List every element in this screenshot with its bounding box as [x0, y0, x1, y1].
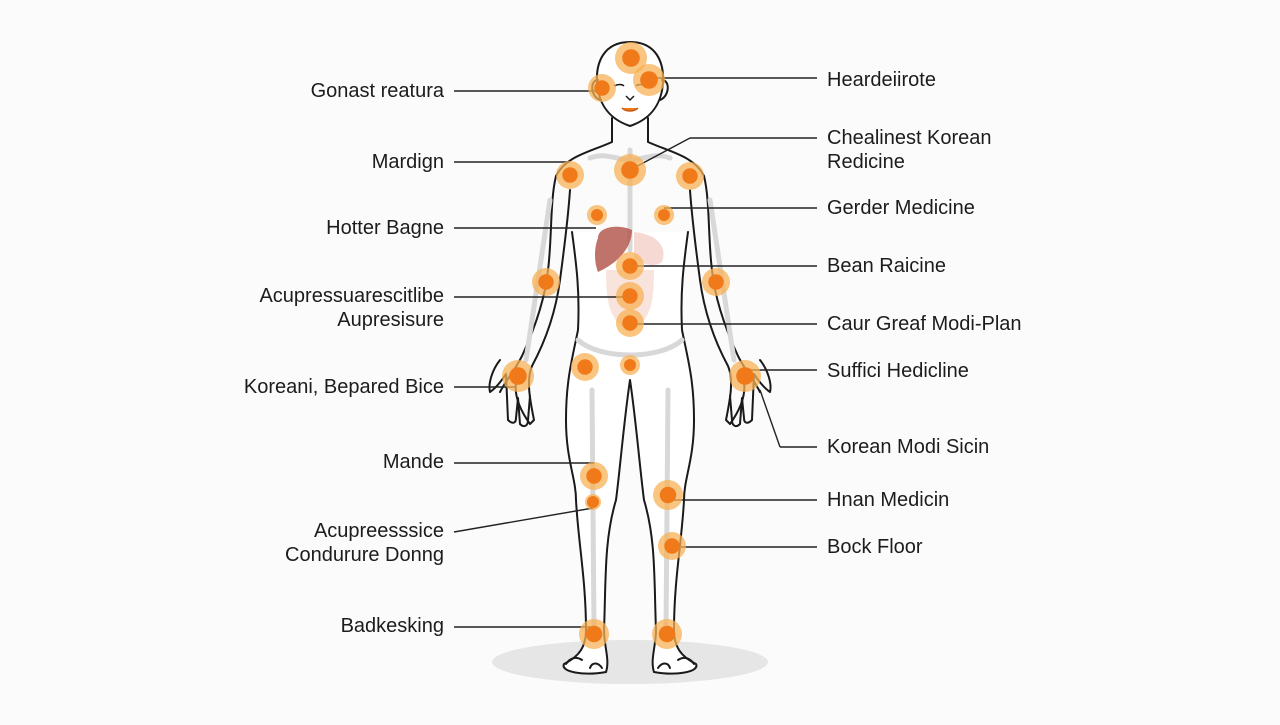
label-line: Bock Floor: [827, 536, 923, 558]
label-line: Suffici Hedicline: [827, 360, 969, 382]
acupressure-point: [509, 367, 527, 385]
label-line: Mande: [382, 451, 444, 473]
label-line: Bean Raicine: [827, 255, 946, 277]
acupressure-point: [585, 625, 603, 643]
acupressure-point: [708, 274, 724, 290]
left-hand-outline: [488, 359, 531, 428]
label-line: Caur Greaf Modi-Plan: [827, 313, 1022, 335]
acupressure-point: [659, 486, 677, 504]
right-arm-outline: [689, 189, 746, 425]
acupressure-point: [736, 367, 754, 385]
acupressure-point: [624, 359, 636, 371]
acupressure-point: [562, 167, 578, 183]
acupressure-point: [658, 209, 670, 221]
right-hand-outline: [729, 359, 772, 428]
label-right: Bock Floor: [827, 535, 923, 559]
acupressure-point: [538, 274, 554, 290]
label-right: Heardeiirote: [827, 68, 936, 92]
left-foot-toes: [565, 656, 603, 669]
label-left: Mande: [383, 450, 444, 474]
leader-line: [759, 389, 781, 448]
acupressure-point: [622, 315, 638, 331]
label-line: Badkesking: [340, 615, 444, 637]
acupressure-point: [622, 49, 640, 67]
label-right: Caur Greaf Modi-Plan: [827, 312, 1022, 336]
label-line: Aupresisure: [337, 309, 444, 331]
leader-line: [453, 507, 594, 533]
label-line: Gerder Medicine: [827, 197, 975, 219]
acupressure-point: [622, 258, 638, 274]
label-line: Mardign: [371, 151, 444, 173]
acupressure-point: [594, 80, 610, 96]
label-line: Gonast reatura: [310, 80, 444, 102]
label-line: Condurure Donng: [285, 544, 444, 566]
label-right: Suffici Hedicline: [827, 359, 969, 383]
liver-shape: [595, 226, 632, 272]
label-right: Hnan Medicin: [827, 488, 949, 512]
leader-lines: [453, 77, 817, 628]
acupressure-point: [621, 161, 639, 179]
acupressure-point: [658, 625, 676, 643]
acupressure-point: [622, 288, 638, 304]
label-line: Koreani, Bepared Bice: [243, 376, 444, 398]
label-left: Badkesking: [341, 614, 444, 638]
label-left: Mardign: [372, 150, 444, 174]
label-line: Hnan Medicin: [827, 489, 950, 511]
label-line: Heardeiirote: [827, 69, 936, 91]
acupressure-point: [577, 359, 593, 375]
acupressure-point: [591, 209, 603, 221]
label-line: Chealinest Korean: [827, 127, 992, 149]
left-arm-outline: [514, 189, 571, 425]
label-left: Koreani, Bepared Bice: [244, 375, 444, 399]
head-outline: [595, 41, 665, 127]
label-line: Acupressuarescitlibe: [259, 285, 444, 307]
ground-shadow: [492, 640, 768, 684]
label-right: Gerder Medicine: [827, 196, 975, 220]
label-line: Hotter Bagne: [326, 217, 444, 239]
skeleton-hints: [523, 147, 737, 633]
stomach-shape: [634, 232, 664, 265]
acupressure-points: [502, 42, 761, 649]
acupressure-point: [682, 168, 698, 184]
label-left: Hotter Bagne: [326, 216, 444, 240]
acupressure-point: [664, 538, 680, 554]
label-line: Redicine: [827, 151, 905, 173]
label-left: Gonast reatura: [311, 79, 444, 103]
acupressure-point: [587, 496, 599, 508]
acupressure-point: [586, 468, 602, 484]
acupressure-point: [640, 71, 658, 89]
label-line: Acupreesssice: [313, 520, 444, 542]
label-right: Korean Modi Sicin: [827, 435, 989, 459]
label-right: Bean Raicine: [827, 254, 946, 278]
right-foot-toes: [657, 656, 695, 669]
label-line: Korean Modi Sicin: [827, 436, 990, 458]
